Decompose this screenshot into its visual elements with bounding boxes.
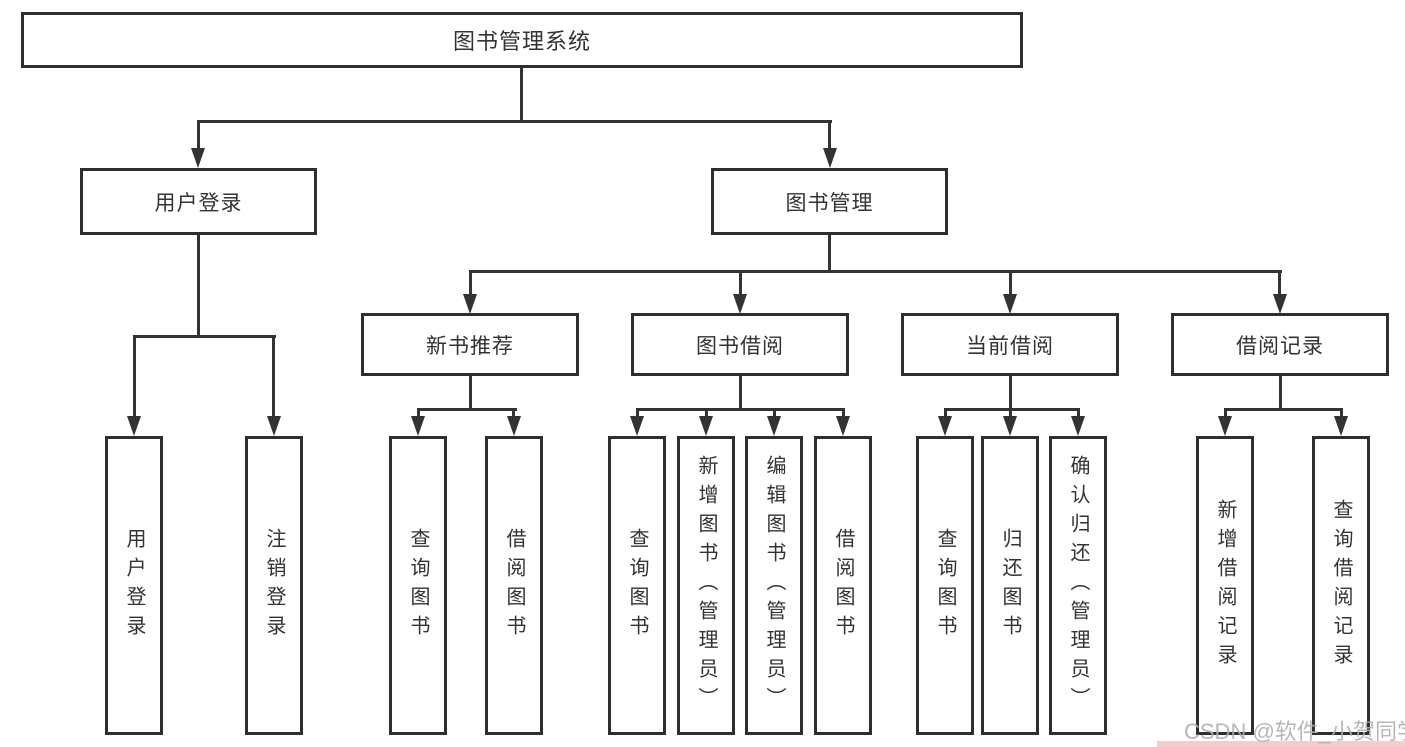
- connector-root-bar: [197, 120, 832, 123]
- connector-records-trunk: [1279, 376, 1282, 408]
- node-label: 当前借阅: [966, 334, 1054, 358]
- connector-stem-bor-borrow: [842, 410, 845, 416]
- connector-stem-recd-query: [1340, 410, 1343, 416]
- node-label: 借阅图书: [832, 527, 854, 644]
- arrowhead-cur-return: [1003, 416, 1017, 436]
- arrowhead-recd-query: [1334, 416, 1348, 436]
- arrowhead-bor-add: [699, 416, 713, 436]
- arrowhead-cur-query: [938, 416, 952, 436]
- arrowhead-records: [1273, 294, 1287, 314]
- arrowhead-rec-borrow: [507, 416, 521, 436]
- node-label: 编辑图书（管理员）: [763, 455, 785, 716]
- node-label: 新书推荐: [426, 334, 514, 358]
- connector-records-bar: [1224, 408, 1343, 411]
- leaf-add-books-admin: 新增图书（管理员）: [677, 436, 735, 735]
- arrowhead-leaf-logout: [267, 416, 281, 436]
- arrowhead-bor-edit: [767, 416, 781, 436]
- connector-stem-rec-borrow: [512, 410, 515, 416]
- node-label: 查询图书: [407, 527, 429, 644]
- connector-current-bar: [944, 408, 1080, 411]
- leaf-user-login: 用户登录: [105, 436, 163, 735]
- arrowhead-bor-borrow: [836, 416, 850, 436]
- arrowhead-recd-add: [1218, 416, 1232, 436]
- connector-userlogin-trunk: [197, 235, 200, 335]
- connector-bookmgmt-bar: [469, 270, 1282, 273]
- arrowhead-recommend: [463, 294, 477, 314]
- csdn-watermark: CSDN @软件_小贺同学: [1184, 719, 1405, 744]
- arrowhead-current: [1003, 294, 1017, 314]
- connector-bookmgmt-trunk: [828, 235, 831, 270]
- node-label: 用户登录: [154, 191, 243, 215]
- connector-root-trunk: [520, 68, 523, 120]
- connector-stem-recommend: [469, 272, 472, 294]
- leaf-edit-books-admin: 编辑图书（管理员）: [745, 436, 803, 735]
- arrowhead-borrowing: [733, 294, 747, 314]
- node-label: 确认归还（管理员）: [1067, 455, 1089, 716]
- node-user-login: 用户登录: [80, 168, 317, 235]
- connector-stem-rec-query: [417, 410, 420, 416]
- leaf-borrow-books: 借阅图书: [814, 436, 872, 735]
- arrowhead-leaf-login: [127, 416, 141, 436]
- arrowhead-bor-query: [630, 416, 644, 436]
- connector-stem-records: [1278, 272, 1281, 294]
- connector-current-trunk: [1009, 376, 1012, 408]
- node-label: 图书管理: [785, 191, 874, 215]
- node-label: 新增图书（管理员）: [695, 455, 717, 716]
- arrowhead-rec-query: [411, 416, 425, 436]
- node-label: 查询图书: [626, 527, 648, 644]
- connector-userlogin-bar: [133, 335, 276, 338]
- node-root-library-system: 图书管理系统: [21, 12, 1023, 68]
- node-label: 查询借阅记录: [1330, 498, 1352, 673]
- connector-stem-bor-edit: [773, 410, 776, 416]
- connector-stem-bor-add: [705, 410, 708, 416]
- node-borrowing-records: 借阅记录: [1171, 313, 1389, 376]
- arrowhead-user-login: [191, 148, 205, 168]
- leaf-add-borrow-record: 新增借阅记录: [1196, 436, 1254, 735]
- node-label: 注销登录: [263, 527, 285, 644]
- connector-stem-user-login: [197, 122, 200, 148]
- node-book-management: 图书管理: [711, 168, 948, 235]
- connector-stem-cur-query: [944, 410, 947, 416]
- node-label: 新增借阅记录: [1214, 498, 1236, 673]
- leaf-confirm-return-admin: 确认归还（管理员）: [1049, 436, 1107, 735]
- node-current-borrowing: 当前借阅: [901, 313, 1119, 376]
- leaf-return-books: 归还图书: [981, 436, 1039, 735]
- leaf-query-books-current: 查询图书: [916, 436, 974, 735]
- connector-borrowing-bar: [636, 408, 845, 411]
- node-label: 借阅记录: [1236, 334, 1324, 358]
- connector-stem-current: [1009, 272, 1012, 294]
- connector-stem-cur-return: [1009, 410, 1012, 416]
- node-label: 归还图书: [999, 527, 1021, 644]
- connector-stem-leaf-logout: [272, 337, 275, 416]
- arrowhead-cur-confirm: [1071, 416, 1085, 436]
- connector-stem-book-management: [828, 122, 831, 148]
- leaf-query-borrow-record: 查询借阅记录: [1312, 436, 1370, 735]
- csdn-watermark-strip: [1157, 741, 1405, 747]
- node-label: 查询图书: [934, 527, 956, 644]
- leaf-query-books-recommend: 查询图书: [389, 436, 447, 735]
- connector-stem-cur-confirm: [1077, 410, 1080, 416]
- connector-recommend-bar: [417, 408, 517, 411]
- connector-stem-bor-query: [636, 410, 639, 416]
- node-new-book-recommendation: 新书推荐: [361, 313, 579, 376]
- node-label: 图书借阅: [696, 334, 784, 358]
- arrowhead-book-management: [823, 148, 837, 168]
- connector-stem-borrowing: [739, 272, 742, 294]
- leaf-borrow-books-recommend: 借阅图书: [485, 436, 543, 735]
- connector-recommend-trunk: [469, 376, 472, 408]
- leaf-query-books-borrow: 查询图书: [608, 436, 666, 735]
- leaf-logout: 注销登录: [245, 436, 303, 735]
- connector-borrowing-trunk: [739, 376, 742, 408]
- connector-stem-leaf-login: [133, 337, 136, 416]
- node-label: 借阅图书: [503, 527, 525, 644]
- connector-stem-recd-add: [1224, 410, 1227, 416]
- node-book-borrowing: 图书借阅: [631, 313, 849, 376]
- node-label: 图书管理系统: [452, 29, 591, 54]
- node-label: 用户登录: [123, 527, 145, 644]
